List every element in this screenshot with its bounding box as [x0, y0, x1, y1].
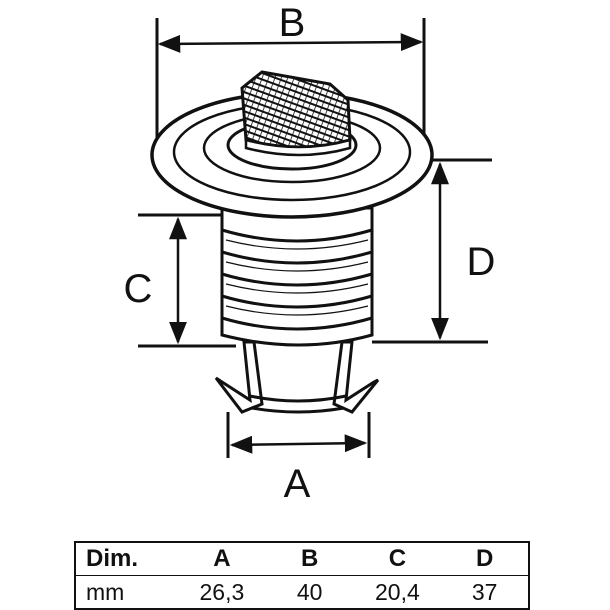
- dimension-a-label: A: [284, 462, 311, 506]
- table-header-row: Dim. A B C D: [75, 542, 529, 576]
- threaded-body: [220, 206, 374, 347]
- dimension-d-label: D: [467, 240, 496, 284]
- table-cell: 40: [296, 578, 323, 605]
- dimensions-table: Dim. A B C D mm 26,3 40 20,4 37: [74, 541, 530, 610]
- table-header-cell: Dim.: [75, 542, 178, 576]
- table-header-cell: A: [178, 542, 266, 576]
- dimension-a: [226, 412, 371, 458]
- table-cell: 26,3: [199, 578, 245, 605]
- table-header-cell: C: [353, 542, 442, 576]
- clip-legs: [214, 340, 380, 414]
- table-cell: mm: [86, 578, 125, 605]
- plug-cap: [240, 70, 352, 157]
- table-row: mm 26,3 40 20,4 37: [75, 576, 529, 610]
- dimension-b-label: B: [279, 1, 306, 45]
- table-cell: 20,4: [374, 578, 420, 605]
- table-header-cell: B: [265, 542, 354, 576]
- table-header-cell: D: [441, 542, 529, 576]
- dimension-c-label: C: [124, 267, 153, 311]
- dimension-b: [155, 18, 426, 140]
- dimension-d: [372, 158, 492, 344]
- table-cell: 37: [471, 578, 498, 605]
